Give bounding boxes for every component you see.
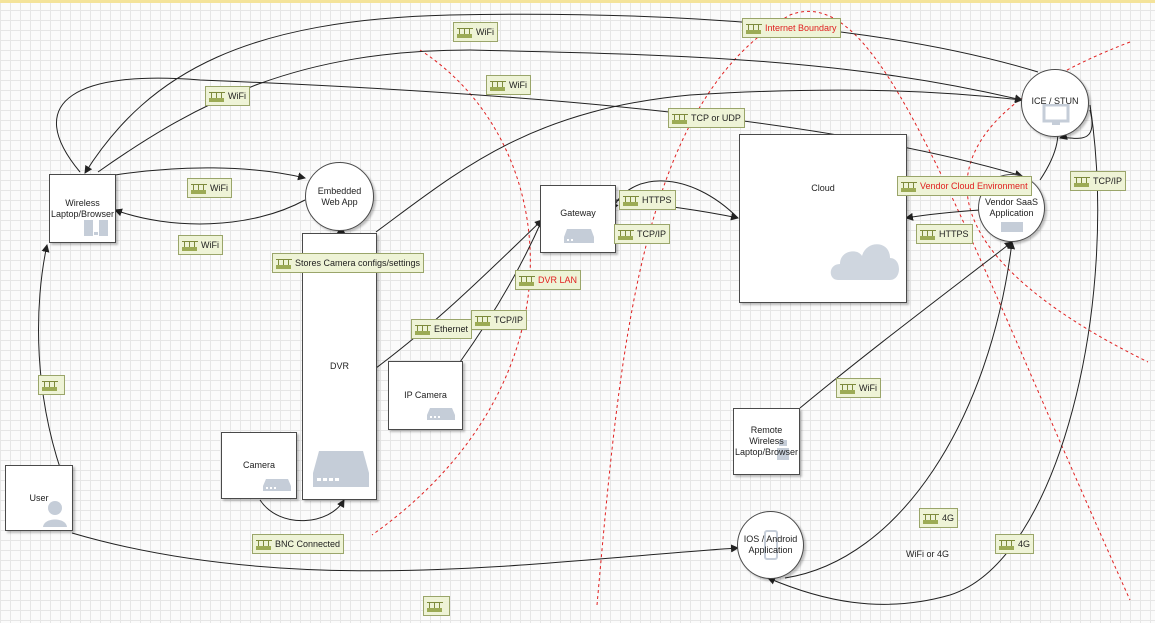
network-icon	[745, 21, 763, 35]
ice-stun-label: ICE / STUN	[1031, 95, 1079, 106]
network-icon	[275, 256, 293, 270]
monitor-icon	[1001, 222, 1023, 232]
mobile-app-label: IOS / Android Application	[743, 534, 798, 555]
flow-label-stores-configs[interactable]: Stores Camera configs/settings	[272, 253, 425, 273]
network-icon	[474, 313, 492, 327]
network-icon	[998, 537, 1016, 551]
edge-user-mobile	[71, 532, 739, 572]
embedded-web-app-node[interactable]: Embedded Web App	[305, 162, 374, 231]
wireless-laptop-node[interactable]: Wireless Laptop/Browser	[49, 174, 116, 243]
network-icon	[181, 238, 199, 252]
edge-ice-laptop	[84, 13, 1039, 174]
flow-label-wifi[interactable]: WiFi	[486, 75, 531, 95]
flow-label-unlabeled[interactable]	[38, 375, 65, 395]
flow-label-wifi[interactable]: WiFi	[205, 86, 250, 106]
network-icon	[622, 193, 640, 207]
camera-node[interactable]: Camera	[221, 432, 297, 499]
dvr-lan-boundary	[371, 49, 531, 536]
flow-label-ethernet[interactable]: Ethernet	[411, 319, 473, 339]
edge-dvr-gateway	[375, 219, 543, 369]
network-icon	[255, 537, 273, 551]
flow-label-tcpip[interactable]: TCP/IP	[1070, 171, 1127, 191]
wifi-or-4g-annotation: WiFi or 4G	[906, 549, 950, 559]
network-icon	[208, 89, 226, 103]
network-icon	[900, 179, 918, 193]
ip-camera-node[interactable]: IP Camera	[388, 361, 463, 430]
phone-icon	[777, 440, 789, 460]
edge-dvr-ice	[375, 89, 1023, 233]
flow-label-tcpip[interactable]: TCP/IP	[614, 224, 671, 244]
network-icon	[456, 25, 474, 39]
network-icon	[671, 111, 689, 125]
ice-stun-node[interactable]: ICE / STUN	[1021, 69, 1089, 137]
network-icon	[518, 273, 536, 287]
network-icon	[919, 227, 937, 241]
camera-icon	[263, 479, 291, 491]
laptop-icon	[84, 220, 108, 236]
flow-label-wifi[interactable]: WiFi	[178, 235, 223, 255]
network-icon	[1073, 174, 1091, 188]
edge-camera-dvr	[259, 499, 345, 522]
network-icon	[190, 181, 208, 195]
gateway-label: Gateway	[560, 207, 596, 218]
user-label: User	[29, 492, 49, 503]
cloud-icon	[830, 244, 899, 280]
boundary-label-vendor-cloud[interactable]: Vendor Cloud Environment	[897, 176, 1032, 196]
edge-ice-vendor	[1059, 109, 1093, 140]
dvr-label: DVR	[329, 361, 349, 371]
network-icon	[41, 378, 59, 392]
cloud-label: Cloud	[811, 183, 835, 193]
edge-user-laptop	[38, 244, 73, 501]
gateway-node[interactable]: Gateway	[540, 185, 616, 253]
remote-laptop-node[interactable]: Remote Wireless Laptop/Browser	[733, 408, 800, 475]
ip-camera-label: IP Camera	[404, 390, 447, 400]
camera-label: Camera	[242, 460, 275, 470]
edge-webapp-laptop	[114, 199, 306, 225]
dvr-node[interactable]: DVR	[302, 233, 377, 500]
camera-icon	[427, 408, 455, 420]
mobile-app-node[interactable]: IOS / Android Application	[737, 511, 804, 579]
flow-label-bnc[interactable]: BNC Connected	[252, 534, 345, 554]
network-icon	[922, 511, 940, 525]
network-icon	[617, 227, 635, 241]
boundary-label-dvr-lan[interactable]: DVR LAN	[515, 270, 582, 290]
network-icon	[839, 381, 857, 395]
wireless-laptop-label: Wireless Laptop/Browser	[50, 197, 115, 219]
edge-remote-vendor	[799, 241, 1013, 409]
flow-label-4g[interactable]: 4G	[919, 508, 959, 528]
flow-label-wifi[interactable]: WiFi	[187, 178, 232, 198]
network-icon	[489, 78, 507, 92]
flow-label-wifi[interactable]: WiFi	[453, 22, 498, 42]
gateway-icon	[564, 229, 594, 243]
dvr-icon	[313, 451, 369, 487]
flow-label-https[interactable]: HTTPS	[619, 190, 676, 210]
internet-boundary	[596, 10, 1131, 606]
edge-laptop-webapp	[114, 167, 306, 181]
edge-mobile-vendor	[784, 241, 1016, 579]
cloud-node[interactable]: Cloud	[739, 134, 907, 303]
flow-label-wifi[interactable]: WiFi	[836, 378, 881, 398]
edge-vendor-cloud	[905, 209, 981, 221]
boundary-label-internet[interactable]: Internet Boundary	[742, 18, 841, 38]
remote-laptop-label: Remote Wireless Laptop/Browser	[734, 425, 799, 457]
user-icon	[43, 501, 67, 527]
phone-icon	[764, 530, 778, 560]
monitor-icon	[1042, 104, 1070, 125]
vendor-saas-label: Vendor SaaS Application	[984, 197, 1039, 218]
user-node[interactable]: User	[5, 465, 73, 531]
top-border	[0, 0, 1155, 3]
network-icon	[426, 599, 444, 613]
flow-label-4g[interactable]: 4G	[995, 534, 1035, 554]
flow-label-unlabeled[interactable]	[423, 596, 450, 616]
flow-label-tcpip[interactable]: TCP/IP	[471, 310, 528, 330]
flow-label-https[interactable]: HTTPS	[916, 224, 973, 244]
edge-ipcamera-gateway	[459, 219, 543, 363]
edge-ice-mobile	[767, 104, 1099, 605]
edge-laptop-ice	[97, 49, 1023, 173]
network-icon	[414, 322, 432, 336]
embedded-web-app-label: Embedded Web App	[317, 185, 362, 207]
flow-label-tcp-or-udp[interactable]: TCP or UDP	[668, 108, 745, 128]
